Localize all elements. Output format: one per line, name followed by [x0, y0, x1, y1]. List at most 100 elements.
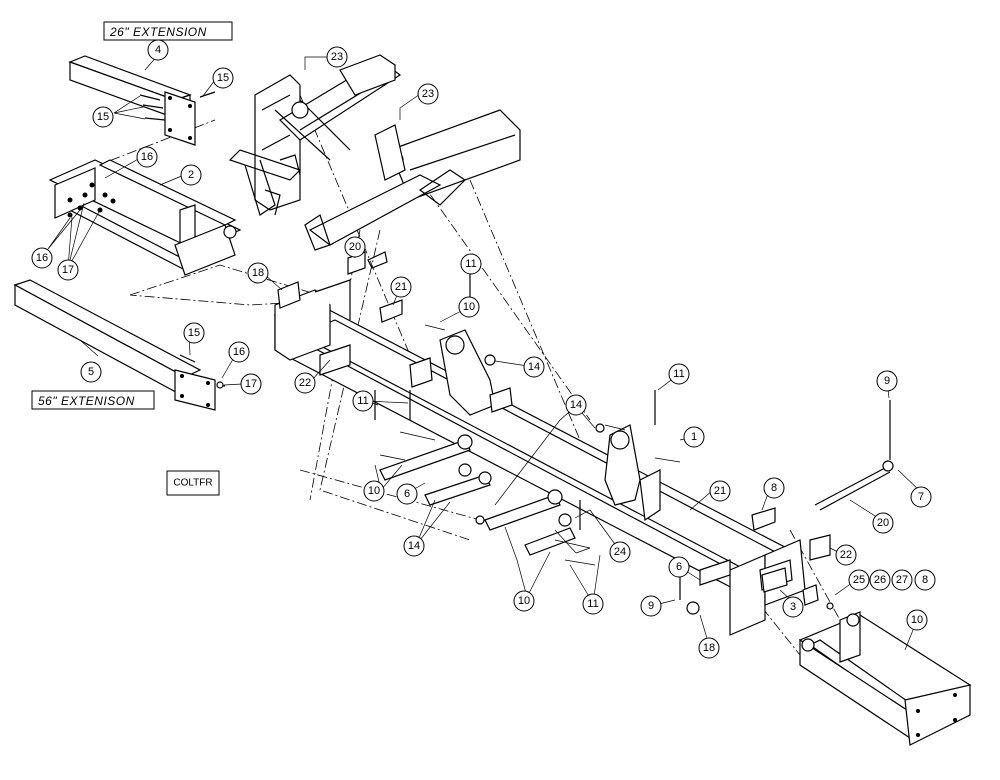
callout-circle	[683, 426, 705, 448]
callout-22: 22	[835, 544, 857, 566]
callout-6: 6	[668, 556, 690, 578]
callout-circle	[458, 296, 480, 318]
callout-circle	[869, 569, 891, 591]
callout-number: 25	[853, 574, 865, 586]
callout-circle	[914, 569, 936, 591]
callout-number: 20	[877, 517, 889, 529]
callout-number: 9	[648, 600, 654, 612]
callout-circle	[363, 480, 385, 502]
callout-circle	[513, 590, 535, 612]
callout-11: 11	[352, 390, 374, 412]
callouts: 2323415152161617515161718202111101422111…	[31, 39, 936, 659]
callout-circle	[183, 322, 205, 344]
callout-circle	[228, 341, 250, 363]
callout-circle	[668, 363, 690, 385]
callout-number: 11	[357, 395, 368, 407]
callout-circle	[640, 595, 662, 617]
callout-circle	[698, 637, 720, 659]
callout-11: 11	[582, 593, 604, 615]
callout-11: 11	[668, 363, 690, 385]
extension-26	[68, 55, 216, 146]
callout-24: 24	[609, 541, 631, 563]
callout-7: 7	[910, 486, 932, 508]
callout-14: 14	[523, 356, 545, 378]
callout-number: 15	[217, 72, 229, 84]
callout-14: 14	[403, 535, 425, 557]
callout-circle	[763, 477, 785, 499]
callout-8: 8	[914, 569, 936, 591]
callout-number: 8	[922, 574, 928, 586]
callout-2: 2	[180, 164, 202, 186]
main-bar	[273, 279, 806, 636]
callout-5: 5	[80, 361, 102, 383]
callout-number: 16	[36, 252, 48, 264]
callout-circle	[609, 541, 631, 563]
callout-18: 18	[698, 637, 720, 659]
callout-number: 7	[918, 491, 924, 503]
callout-number: 17	[245, 378, 257, 390]
callout-circle	[782, 596, 804, 618]
callout-circle	[582, 593, 604, 615]
callout-circle	[417, 83, 439, 105]
callout-20: 20	[344, 236, 366, 258]
callout-22: 22	[294, 372, 316, 394]
callout-number: 22	[840, 549, 852, 561]
callout-circle	[565, 394, 587, 416]
callout-11: 11	[460, 253, 482, 275]
callout-number: 18	[252, 267, 264, 279]
callout-circle	[906, 609, 928, 631]
callout-circle	[396, 483, 418, 505]
callout-number: 9	[884, 375, 890, 387]
callout-circle	[835, 544, 857, 566]
callout-number: 17	[62, 264, 74, 276]
callout-circle	[31, 247, 53, 269]
callout-circle	[668, 556, 690, 578]
callout-number: 22	[299, 377, 311, 389]
callout-circle	[247, 262, 269, 284]
callout-number: 27	[896, 574, 908, 586]
callout-21: 21	[390, 276, 412, 298]
callout-number: 1	[691, 431, 697, 443]
callout-10: 10	[513, 590, 535, 612]
callout-number: 6	[404, 488, 410, 500]
callout-23: 23	[417, 83, 439, 105]
callout-16: 16	[31, 247, 53, 269]
callout-18: 18	[247, 262, 269, 284]
callout-number: 10	[463, 301, 475, 313]
callout-number: 3	[790, 601, 796, 613]
callout-circle	[876, 370, 898, 392]
callout-circle	[460, 253, 482, 275]
callout-number: 8	[771, 482, 777, 494]
extension-56-label: 56" EXTENISON	[31, 390, 155, 410]
callout-number: 21	[714, 485, 726, 497]
callout-number: 18	[703, 642, 715, 654]
callout-number: 21	[395, 281, 407, 293]
hitch-frame	[228, 54, 521, 269]
callout-circle	[910, 486, 932, 508]
callout-number: 10	[518, 595, 530, 607]
extension-26-text: 26" EXTENSION	[109, 25, 207, 39]
callout-circle	[92, 106, 114, 128]
callout-9: 9	[640, 595, 662, 617]
callout-circle	[523, 356, 545, 378]
callout-1: 1	[683, 426, 705, 448]
callout-26: 26	[869, 569, 891, 591]
callout-number: 23	[422, 88, 434, 100]
frame-3	[798, 611, 972, 746]
callout-circle	[294, 372, 316, 394]
callout-circle	[403, 535, 425, 557]
extension-56	[13, 279, 226, 411]
callout-27: 27	[891, 569, 913, 591]
callout-6: 6	[396, 483, 418, 505]
callout-20: 20	[872, 512, 894, 534]
callout-number: 15	[188, 327, 200, 339]
callout-number: 11	[673, 368, 684, 380]
callout-25: 25	[848, 569, 870, 591]
callout-16: 16	[136, 146, 158, 168]
callout-circle	[80, 361, 102, 383]
callout-10: 10	[363, 480, 385, 502]
callout-4: 4	[147, 39, 169, 61]
part-code-box: COLTFR	[166, 470, 220, 496]
callout-14: 14	[565, 394, 587, 416]
